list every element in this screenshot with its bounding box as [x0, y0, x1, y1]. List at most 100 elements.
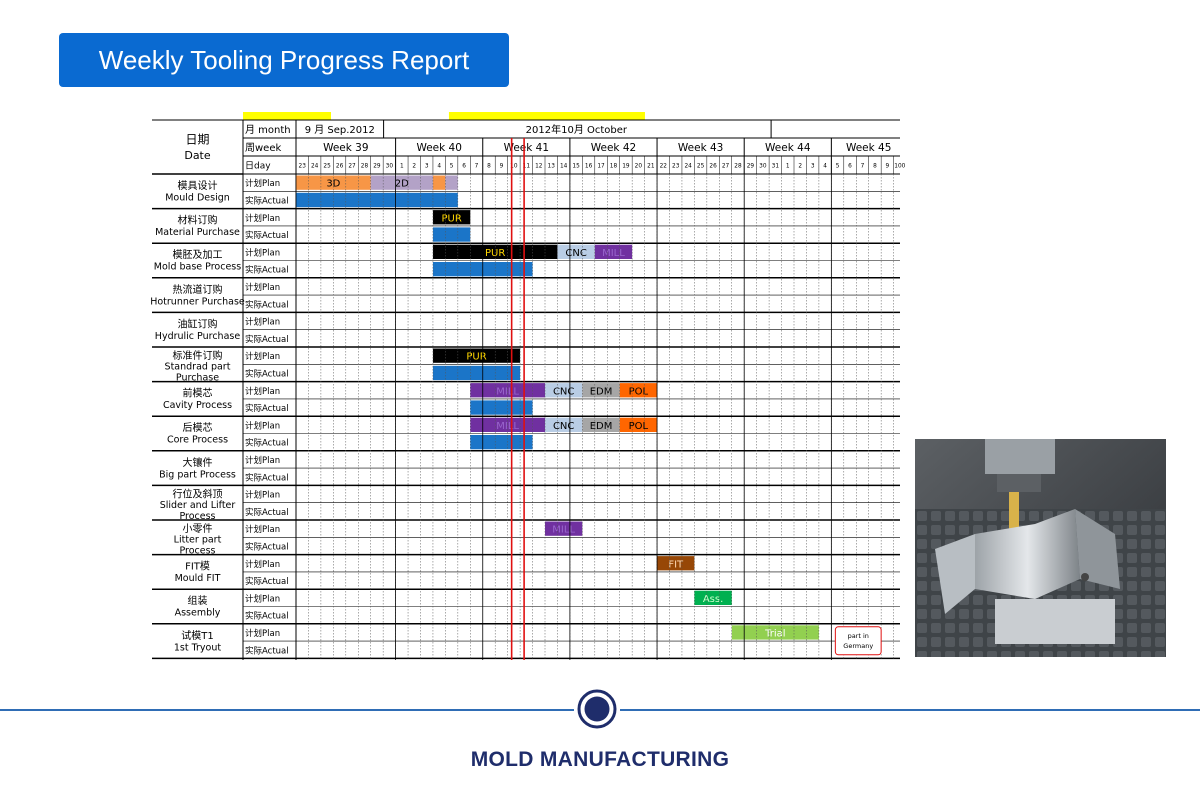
task-en-11: Mould FIT [175, 573, 221, 584]
week-label-4: Week 42 [591, 142, 636, 154]
day-tick: 3 [425, 164, 429, 170]
plan-bar-label-2-2: MILL [602, 248, 625, 259]
cnc-machining-photo [915, 439, 1166, 657]
week-label-5: Week 43 [678, 142, 723, 154]
task-en-7: Core Process [167, 435, 228, 446]
week-label: 周week [245, 142, 281, 154]
task-en-1: Material Purchase [155, 227, 240, 238]
task-en-10: Litter part [174, 535, 222, 546]
plan-bar-6-1 [545, 383, 583, 398]
day-tick: 4 [437, 164, 441, 170]
plan-label: 计划Plan [245, 213, 280, 224]
day-tick: 29 [747, 164, 755, 170]
actual-label: 实际Actual [245, 368, 289, 379]
plan-bar-label-5-0: PUR [466, 352, 486, 363]
day-tick: 7 [861, 164, 865, 170]
plan-bar-7-0 [470, 417, 545, 432]
page-title: Weekly Tooling Progress Report [59, 33, 509, 87]
task-cn-0: 模具设计 [178, 179, 218, 192]
day-tick: 26 [709, 164, 717, 170]
actual-label: 实际Actual [245, 403, 289, 414]
plan-label: 计划Plan [245, 178, 280, 189]
plan-label: 计划Plan [245, 524, 280, 535]
corner-cn: 日期 [185, 133, 209, 147]
week-label-2: Week 40 [416, 142, 461, 154]
plan-label: 计划Plan [245, 386, 280, 397]
footer-title: MOLD MANUFACTURING [470, 748, 730, 771]
plan-bar-label-11-0: FIT [668, 559, 684, 570]
plan-bar-label-0-1: 2D [395, 179, 409, 190]
week-label-7: Week 45 [846, 142, 891, 154]
day-tick: 23 [672, 164, 680, 170]
day-tick: 14 [560, 164, 568, 170]
plan-label: 计划Plan [245, 247, 280, 258]
plan-bar-0-1 [370, 175, 433, 190]
footer-divider-right [620, 709, 1200, 711]
plan-bar-6-2 [582, 383, 620, 398]
plan-bar-0-3 [445, 175, 458, 190]
month-oct: 2012年10月 October [526, 123, 628, 136]
plan-bar-1-0 [432, 210, 471, 225]
plan-bar-label-2-1: CNC [565, 248, 586, 259]
month-label: 月 month [245, 124, 291, 136]
day-tick: 9 [500, 164, 504, 170]
day-tick: 31 [772, 164, 780, 170]
actual-label: 实际Actual [245, 334, 289, 345]
plan-bar-0-2 [432, 175, 446, 190]
task-en-12: Assembly [175, 608, 221, 619]
day-tick: 19 [622, 164, 630, 170]
task-en-9: Slider and Lifter [160, 500, 236, 511]
actual-bar-0-0 [296, 192, 458, 208]
day-tick: 8 [487, 164, 491, 170]
plan-bar-10-0 [545, 521, 583, 536]
plan-bar-label-6-3: POL [629, 386, 649, 397]
task-cn-1: 材料订购 [178, 214, 218, 227]
day-tick: 5 [836, 164, 840, 170]
day-tick: 24 [684, 164, 692, 170]
footer-divider-left [0, 709, 574, 711]
task-en-5-b: Purchase [176, 373, 219, 384]
day-tick: 8 [873, 164, 877, 170]
task-en-6: Cavity Process [163, 400, 232, 411]
day-tick: 5 [450, 164, 454, 170]
day-tick: 27 [722, 164, 730, 170]
task-cn-12: 组装 [188, 594, 208, 607]
day-tick: 11 [523, 164, 531, 170]
day-tick: 21 [647, 164, 655, 170]
day-tick: 28 [734, 164, 742, 170]
day-tick: 29 [373, 164, 381, 170]
day-tick: 24 [311, 164, 319, 170]
actual-label: 实际Actual [245, 611, 289, 622]
task-cn-4: 油缸订购 [178, 317, 218, 330]
day-tick: 1 [400, 164, 404, 170]
task-cn-6: 前模芯 [183, 387, 213, 400]
plan-label: 计划Plan [245, 282, 280, 293]
header-accent [243, 112, 331, 120]
note-box [834, 626, 882, 656]
week-label-6: Week 44 [765, 142, 811, 154]
circle-logo-icon [577, 689, 617, 729]
task-en-9-b: Process [179, 511, 215, 522]
plan-bar-label-6-2: EDM [590, 386, 613, 397]
actual-bar-6-0 [470, 400, 533, 415]
plan-bar-7-1 [545, 417, 583, 432]
actual-bar-5-0 [432, 365, 521, 381]
actual-label: 实际Actual [245, 576, 289, 587]
day-tick: 3 [811, 164, 815, 170]
day-label: 日day [245, 161, 271, 172]
task-en-2: Mold base Process [154, 262, 241, 273]
day-tick: 15 [572, 164, 580, 170]
actual-label: 实际Actual [245, 265, 289, 276]
plan-bar-11-0 [657, 556, 695, 571]
plan-bar-label-1-0: PUR [441, 213, 461, 224]
plan-label: 计划Plan [245, 420, 280, 431]
plan-bar-label-7-1: CNC [553, 421, 574, 432]
plan-bar-2-0 [432, 244, 558, 259]
day-tick: 30 [759, 164, 767, 170]
plan-bar-label-6-1: CNC [553, 386, 574, 397]
actual-label: 实际Actual [245, 645, 289, 656]
week-label-1: Week 39 [323, 142, 368, 154]
task-en-10-b: Process [179, 546, 215, 557]
plan-bar-2-1 [557, 244, 595, 259]
